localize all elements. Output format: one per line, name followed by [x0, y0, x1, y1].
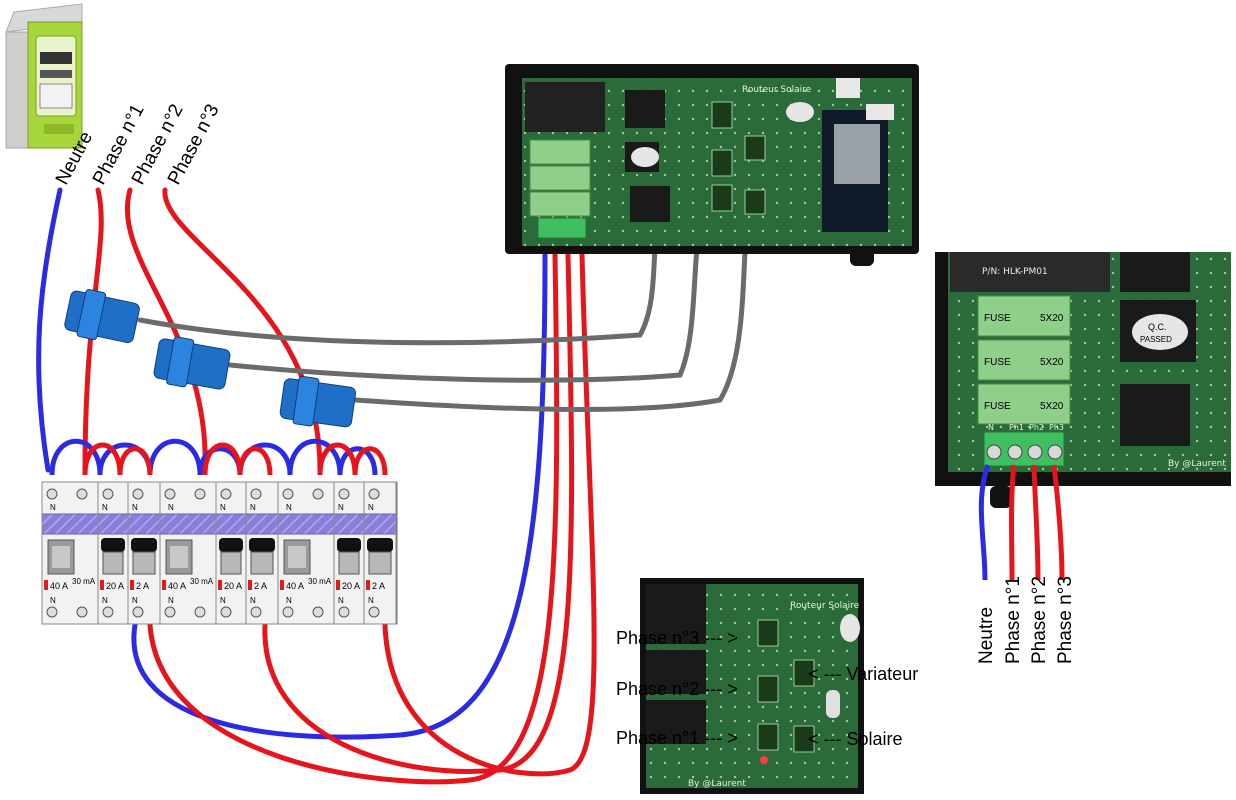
breaker-rating: 2 A — [136, 581, 149, 591]
terminal-label: N — [988, 423, 994, 432]
breaker-differential-label: 30 mA — [72, 577, 96, 586]
terminal-label: Ph3 — [1049, 423, 1064, 432]
right-label-neutre: Neutre — [976, 607, 997, 664]
breaker-rating: 40 A — [50, 581, 68, 591]
breaker-neutral-label: N — [50, 596, 56, 605]
detail-label-phase1: Phase n°1 --- > — [616, 728, 738, 748]
right-label-phase3: Phase n°3 — [1055, 576, 1076, 664]
detail-label-phase3: Phase n°3 --- > — [616, 628, 738, 648]
breaker-rating: 20 A — [342, 581, 360, 591]
breaker-rating: 2 A — [254, 581, 267, 591]
breaker-neutral-label: N — [50, 503, 56, 512]
breaker-rating: 2 A — [372, 581, 385, 591]
breaker-neutral-label: N — [102, 596, 108, 605]
terminal-label: Ph1 — [1009, 423, 1024, 432]
terminal-detail: P/N: HLK-PM01 FUSE 5X20 FUSE 5X20 FUSE 5… — [935, 252, 1231, 581]
detail-module-label: P/N: HLK-PM01 — [982, 267, 1048, 277]
breaker-neutral-label: N — [286, 596, 292, 605]
breaker-neutral-label: N — [220, 596, 226, 605]
detail-credit-bottom: By @Laurent — [688, 779, 746, 789]
fuse-rating-1: 5X20 — [1040, 313, 1064, 324]
fuse-label-2: FUSE — [984, 357, 1011, 368]
feed-wires — [36, 187, 597, 785]
fuse-label-3: FUSE — [984, 401, 1011, 412]
breaker-module — [363, 481, 397, 625]
fuse-label-1: FUSE — [984, 313, 1011, 324]
breaker-neutral-label: N — [338, 596, 344, 605]
detail-label-variateur: < --- Variateur — [808, 664, 918, 684]
detail-title: Routeur Solaire — [790, 601, 860, 611]
detail-label-solaire: < --- Solaire — [808, 729, 903, 749]
detail-label-phase2: Phase n°2 --- > — [616, 679, 738, 699]
breaker-neutral-label: N — [168, 503, 174, 512]
breaker-rating: 20 A — [224, 581, 242, 591]
breaker-rating: 20 A — [106, 581, 124, 591]
breaker-neutral-label: N — [132, 503, 138, 512]
passed-label: PASSED — [1140, 335, 1172, 344]
bridge-wires — [49, 438, 388, 476]
breaker-rating: 40 A — [168, 581, 186, 591]
router-board-icon: Routeur Solaire — [505, 64, 919, 266]
fuse-rating-3: 5X20 — [1040, 401, 1064, 412]
circuit-breaker-icon: N N 30 mA 40 A N N 20 A N N 2 A N N 30 mA 40 A N N 20 A N… — [41, 481, 398, 625]
breaker-neutral-label: N — [220, 503, 226, 512]
breaker-rating: 40 A — [286, 581, 304, 591]
terminal-label: Ph2 — [1029, 423, 1044, 432]
breaker-neutral-label: N — [368, 596, 374, 605]
fuse-rating-2: 5X20 — [1040, 357, 1064, 368]
breaker-differential-label: 30 mA — [308, 577, 332, 586]
router-board-title: Routeur Solaire — [742, 85, 812, 95]
qc-label: Q.C. — [1148, 322, 1167, 332]
electric-meter-icon — [5, 3, 83, 149]
right-label-phase1: Phase n°1 — [1003, 576, 1024, 664]
breaker-differential-label: 30 mA — [190, 577, 214, 586]
breaker-neutral-label: N — [102, 503, 108, 512]
breaker-neutral-label: N — [168, 596, 174, 605]
detail-labels: Phase n°3 --- > Phase n°2 --- > Phase n°… — [616, 628, 918, 749]
connector-detail: Routeur Solaire By @Laurent — [640, 578, 864, 794]
detail-credit: By @Laurent — [1168, 459, 1226, 469]
breaker-neutral-label: N — [368, 503, 374, 512]
current-clamp-icon — [64, 289, 357, 428]
right-label-phase2: Phase n°2 — [1029, 576, 1050, 664]
breaker-neutral-label: N — [338, 503, 344, 512]
right-labels: Neutre Phase n°1 Phase n°2 Phase n°3 — [976, 576, 1076, 664]
breaker-neutral-label: N — [132, 596, 138, 605]
breaker-neutral-label: N — [250, 503, 256, 512]
breaker-neutral-label: N — [286, 503, 292, 512]
breaker-neutral-label: N — [250, 596, 256, 605]
